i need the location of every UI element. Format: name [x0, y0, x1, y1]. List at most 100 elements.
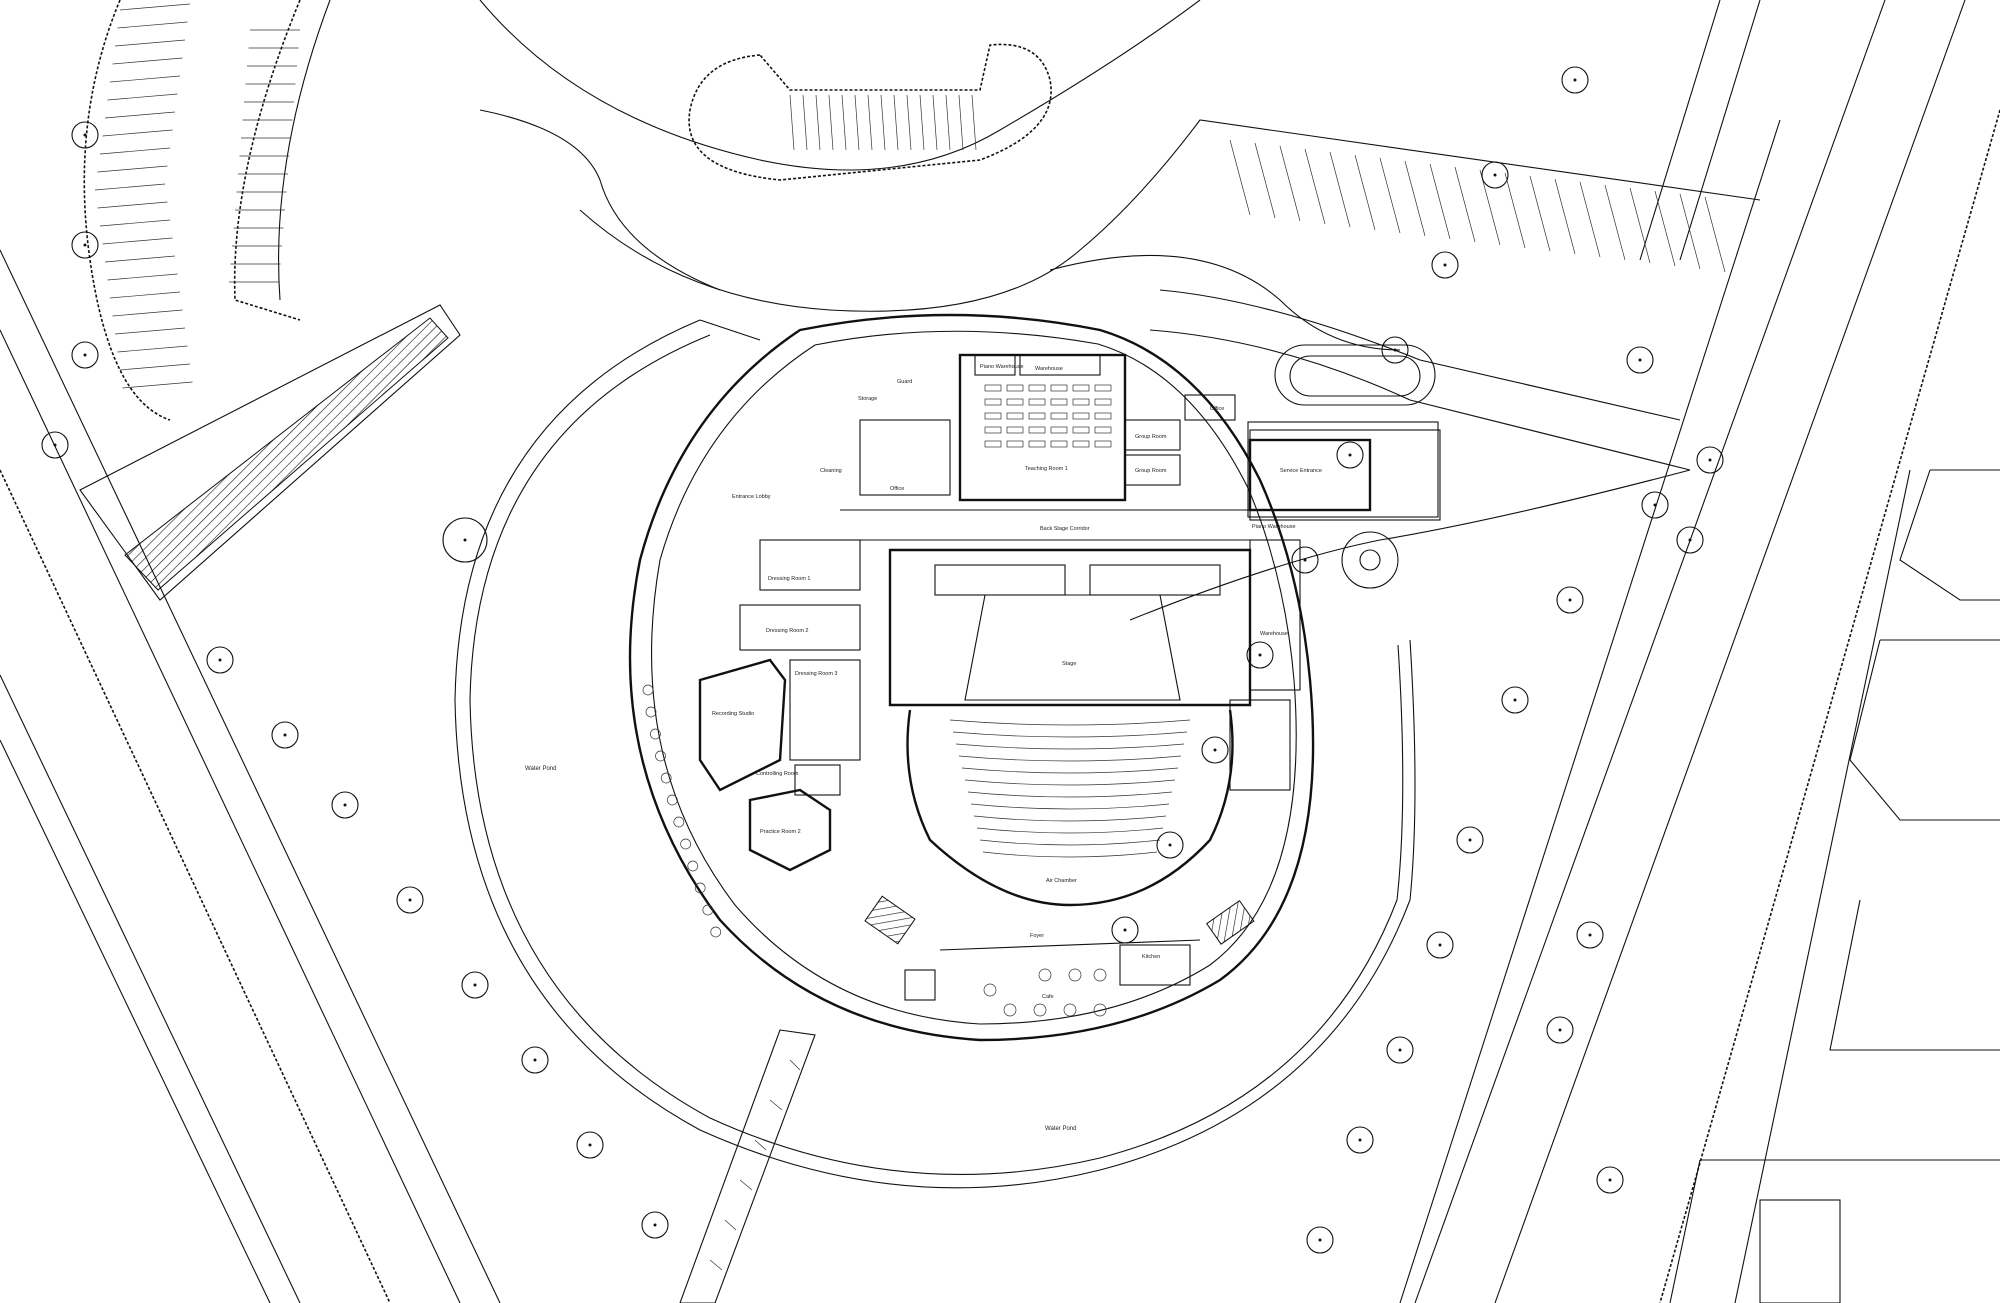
cafe-table: [1093, 1003, 1107, 1017]
interior: [642, 353, 1301, 1017]
cafe-table: [1033, 1003, 1047, 1017]
tree: [641, 1211, 669, 1239]
parking-stall: [112, 309, 183, 317]
tree: [1641, 491, 1669, 519]
desk: [1072, 398, 1090, 406]
label-entrance-lobby: Entrance Lobby: [732, 494, 771, 500]
parking-stall: [1554, 178, 1576, 255]
desk: [1072, 426, 1090, 434]
label-foyer: Foyer: [1030, 933, 1044, 939]
parking-stall: [109, 291, 181, 299]
parking-stall: [1304, 148, 1326, 225]
tree: [1291, 546, 1319, 574]
desk: [1028, 398, 1046, 406]
desk: [1028, 440, 1046, 448]
desk: [1094, 384, 1112, 392]
water-pond: [454, 319, 1416, 1189]
trees: [41, 66, 1724, 1254]
tree: [331, 791, 359, 819]
tree: [271, 721, 299, 749]
tree-center: [1303, 558, 1307, 562]
desk: [1050, 384, 1068, 392]
tree-center: [1513, 698, 1517, 702]
tree: [1111, 916, 1139, 944]
seat-row: [967, 791, 1173, 798]
parking-stall: [104, 255, 176, 263]
tree: [1336, 441, 1364, 469]
tree-center: [408, 898, 412, 902]
right-buildings: [1669, 469, 2000, 1303]
label-warehouse-right: Warehouse: [1260, 631, 1288, 637]
desk: [984, 426, 1002, 434]
parking-stall: [1279, 145, 1301, 222]
parking-stall: [97, 201, 168, 209]
tree: [1431, 251, 1459, 279]
label-piano-warehouse-right: Piano Warehouse: [1252, 524, 1296, 530]
label-guard: Guard: [897, 379, 912, 385]
parking-stall: [1379, 157, 1401, 234]
parking-stall: [1604, 184, 1626, 261]
desk: [1050, 398, 1068, 406]
cafe-table: [1063, 1003, 1077, 1017]
parking-stall: [1529, 175, 1551, 252]
tree-center: [1493, 173, 1497, 177]
desk: [1094, 412, 1112, 420]
tree: [1676, 526, 1704, 554]
parking-stall: [880, 94, 886, 151]
label-service-entrance: Service Entrance: [1280, 468, 1322, 474]
tree-center: [473, 983, 477, 987]
lobby-chair: [694, 882, 706, 894]
seat-row: [964, 779, 1176, 786]
parking-stall: [122, 381, 193, 389]
label-cafe: Cafe: [1042, 994, 1054, 1000]
roundabout: [479, 0, 1761, 351]
service-drive: [1129, 289, 1691, 621]
parking-stall: [1404, 160, 1426, 237]
desk: [1094, 440, 1112, 448]
label-air-chamber: Air Chamber: [1046, 878, 1077, 884]
parking-stall: [102, 237, 173, 245]
tree: [1561, 66, 1589, 94]
tree: [1306, 1226, 1334, 1254]
tree: [1626, 346, 1654, 374]
tree-center: [588, 1143, 592, 1147]
tree: [1481, 161, 1509, 189]
building: [628, 313, 1439, 1042]
label-dressing-room-3: Dressing Room 3: [795, 671, 838, 677]
tree-center: [1398, 1048, 1402, 1052]
tree-center: [1568, 598, 1572, 602]
room-labels: Water Pond Water Pond Entrance Lobby Bac…: [525, 364, 1322, 1132]
tree: [1156, 831, 1184, 859]
tree-center: [1558, 1028, 1562, 1032]
tree: [1576, 921, 1604, 949]
tree: [521, 1046, 549, 1074]
tree-center: [83, 243, 87, 247]
tree: [206, 646, 234, 674]
label-dressing-room-1: Dressing Room 1: [768, 576, 811, 582]
label-kitchen: Kitchen: [1142, 954, 1160, 960]
tree-center: [1638, 358, 1642, 362]
parking-stall: [1354, 154, 1376, 231]
seat-row: [949, 719, 1191, 726]
cafe-table: [1038, 968, 1052, 982]
tree: [1246, 641, 1274, 669]
tree-center: [1688, 538, 1692, 542]
bridge: [679, 1029, 816, 1303]
tree: [71, 231, 99, 259]
label-office-right: Office: [1210, 406, 1224, 412]
parking-stall: [789, 94, 795, 151]
tree: [1381, 336, 1409, 364]
tree-center: [1258, 653, 1262, 657]
label-stage: Stage: [1062, 661, 1076, 667]
seat-row: [970, 803, 1170, 810]
tree-center: [533, 1058, 537, 1062]
parking-stall: [1629, 187, 1651, 264]
tree: [576, 1131, 604, 1159]
tree-center: [1708, 458, 1712, 462]
tree-center: [53, 443, 57, 447]
parking-stall: [867, 94, 873, 151]
tree: [1426, 931, 1454, 959]
parking-stall: [958, 94, 964, 151]
parking-stall: [893, 94, 899, 151]
label-teaching-room-1: Teaching Room 1: [1025, 466, 1068, 472]
